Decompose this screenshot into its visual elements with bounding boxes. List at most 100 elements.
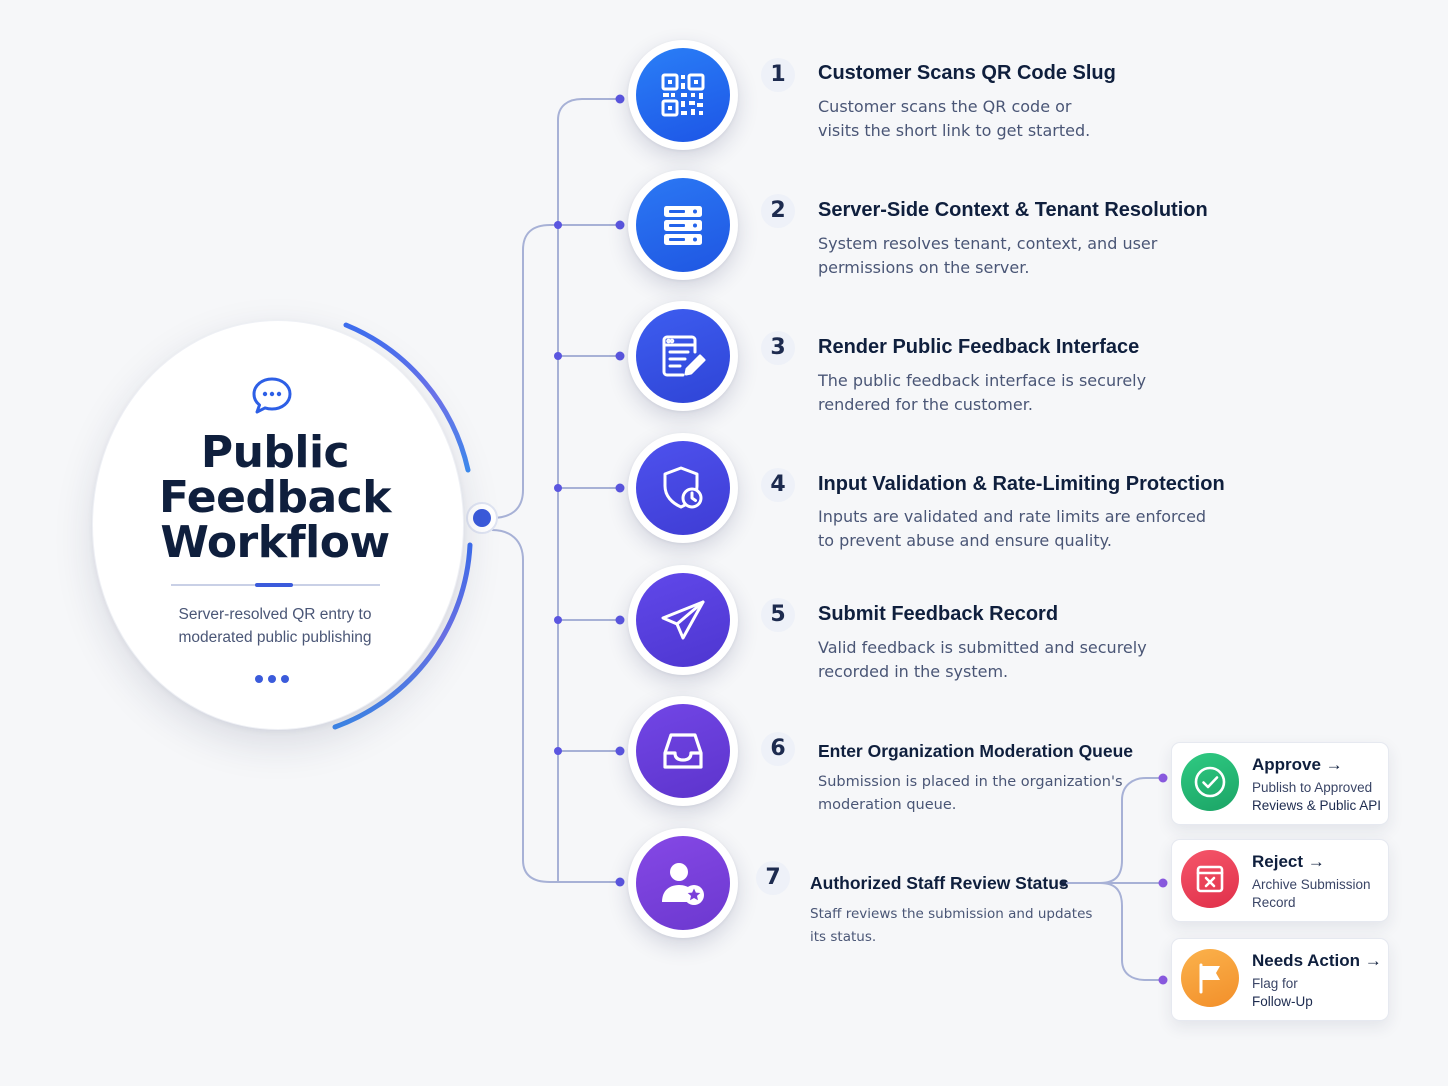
user-star-icon — [662, 863, 704, 905]
step-number-badge: 1 — [761, 58, 795, 92]
hub-divider-accent — [255, 583, 293, 587]
outcome-card-approve[interactable]: Approve → Publish to Approved Reviews & … — [1171, 742, 1389, 825]
step-description: Staff reviews the submission and updates… — [810, 903, 1092, 949]
hub-title-line: Public — [200, 427, 350, 478]
outcome-title: Needs Action → — [1252, 951, 1382, 970]
step-7-icon-circle[interactable] — [628, 828, 738, 938]
step-number-badge: 6 — [761, 732, 795, 766]
step-description: Valid feedback is submitted and securely… — [818, 636, 1147, 684]
step-description-line: recorded in the system. — [818, 662, 1009, 681]
hub-subtitle: Server-resolved QR entry to moderated pu… — [150, 603, 400, 649]
outcome-connector-dot — [1158, 878, 1168, 888]
outcome-title: Approve → — [1252, 755, 1343, 774]
outcome-description-line: Follow-Up — [1252, 994, 1313, 1009]
connector-end-dot — [615, 746, 625, 756]
qr-code-icon — [661, 73, 705, 117]
step-description-line: Submission is placed in the organization… — [818, 774, 1123, 790]
outcome-description-line: Record — [1252, 895, 1296, 910]
step-6-icon-circle[interactable] — [628, 696, 738, 806]
step-description-line: to prevent abuse and ensure quality. — [818, 531, 1112, 550]
outcome-card-needs-action[interactable]: Needs Action → Flag for Follow-Up — [1171, 938, 1389, 1021]
step-5-icon-circle[interactable] — [628, 565, 738, 675]
inbox-tray-icon — [663, 733, 703, 769]
step-number-badge: 2 — [761, 194, 795, 228]
step-description-line: its status. — [810, 929, 877, 945]
junction-dot — [554, 352, 562, 360]
step-description: Submission is placed in the organization… — [818, 771, 1123, 817]
step-description-line: The public feedback interface is securel… — [818, 371, 1147, 390]
step-description-line: Valid feedback is submitted and securely — [818, 638, 1147, 657]
step-number-badge: 5 — [761, 598, 795, 632]
connector-end-dot — [615, 220, 625, 230]
hub-subtitle-line: moderated public publishing — [178, 629, 372, 646]
outcome-badge — [1181, 850, 1239, 908]
junction-dot — [554, 747, 562, 755]
shield-clock-icon — [663, 466, 703, 509]
outcome-badge — [1181, 949, 1239, 1007]
connector-end-dot — [615, 483, 625, 493]
junction-dot — [554, 616, 562, 624]
server-icon — [664, 206, 702, 245]
connector-end-dot — [615, 94, 625, 104]
check-circle-icon — [1194, 766, 1226, 798]
outcome-connector-dot — [1158, 975, 1168, 985]
step-description-line: Staff reviews the submission and updates — [810, 906, 1093, 922]
step-description-line: moderation queue. — [818, 797, 957, 813]
hub-progress-arc — [343, 322, 471, 473]
outcome-description: Flag for Follow-Up — [1252, 975, 1313, 1011]
step-description: Inputs are validated and rate limits are… — [818, 505, 1206, 553]
step-description: Customer scans the QR code or visits the… — [818, 95, 1090, 143]
step-description-line: rendered for the customer. — [818, 395, 1033, 414]
step-title: Customer Scans QR Code Slug — [818, 62, 1116, 84]
step-number-badge: 4 — [761, 468, 795, 502]
junction-dot — [554, 484, 562, 492]
paper-plane-icon — [661, 600, 705, 640]
connector-end-dot — [615, 877, 625, 887]
step-1-icon-circle[interactable] — [628, 40, 738, 150]
step-description: System resolves tenant, context, and use… — [818, 232, 1157, 280]
hub-title-line: Workflow — [160, 517, 390, 568]
step-description-line: System resolves tenant, context, and use… — [818, 234, 1158, 253]
step-4-icon-circle[interactable] — [628, 433, 738, 543]
hub-node — [473, 509, 491, 527]
step-2-icon-circle[interactable] — [628, 170, 738, 280]
hub-circle — [92, 320, 464, 730]
chat-bubble-icon — [252, 377, 292, 414]
step-3-icon-circle[interactable] — [628, 301, 738, 411]
outcome-card-reject[interactable]: Reject → Archive Submission Record — [1171, 839, 1389, 922]
hub-progress-arc-lower — [332, 542, 473, 730]
outcome-description: Archive Submission Record — [1252, 876, 1371, 912]
step-title: Server-Side Context & Tenant Resolution — [818, 199, 1208, 221]
close-window-icon — [1196, 865, 1224, 893]
step-title: Render Public Feedback Interface — [818, 336, 1140, 358]
step-title: Enter Organization Moderation Queue — [818, 741, 1134, 761]
step-description: The public feedback interface is securel… — [818, 369, 1146, 417]
hub-subtitle-line: Server-resolved QR entry to — [178, 606, 372, 623]
step-description-line: Customer scans the QR code or — [818, 97, 1072, 116]
outcome-description-line: Flag for — [1252, 976, 1298, 991]
outcome-description-line: Archive Submission — [1252, 877, 1371, 892]
outcome-description-line: Publish to Approved — [1252, 780, 1373, 795]
outcome-description-line: Reviews & Public API — [1252, 798, 1382, 813]
connector-end-dot — [615, 615, 625, 625]
hub-title-line: Feedback — [159, 472, 391, 523]
outcome-title: Reject → — [1252, 852, 1325, 871]
outcome-connector-dot — [1158, 773, 1168, 783]
flag-icon — [1199, 963, 1220, 994]
connector-end-dot — [615, 351, 625, 361]
step-description-line: permissions on the server. — [818, 258, 1030, 277]
edit-document-icon — [662, 335, 706, 377]
step-title: Authorized Staff Review Status — [810, 873, 1069, 893]
junction-dot — [554, 221, 562, 229]
step-description-line: Inputs are validated and rate limits are… — [818, 507, 1207, 526]
outcome-badge — [1181, 753, 1239, 811]
hub-pagination-dots — [255, 670, 295, 683]
hub-title: Public Feedback Workflow — [120, 430, 430, 565]
step-title: Submit Feedback Record — [818, 603, 1059, 625]
step-title: Input Validation & Rate-Limiting Protect… — [818, 473, 1225, 495]
step-number-badge: 7 — [756, 861, 790, 895]
step-number-badge: 3 — [761, 331, 795, 365]
step-description-line: visits the short link to get started. — [818, 121, 1091, 140]
outcome-description: Publish to Approved Reviews & Public API — [1252, 779, 1381, 815]
